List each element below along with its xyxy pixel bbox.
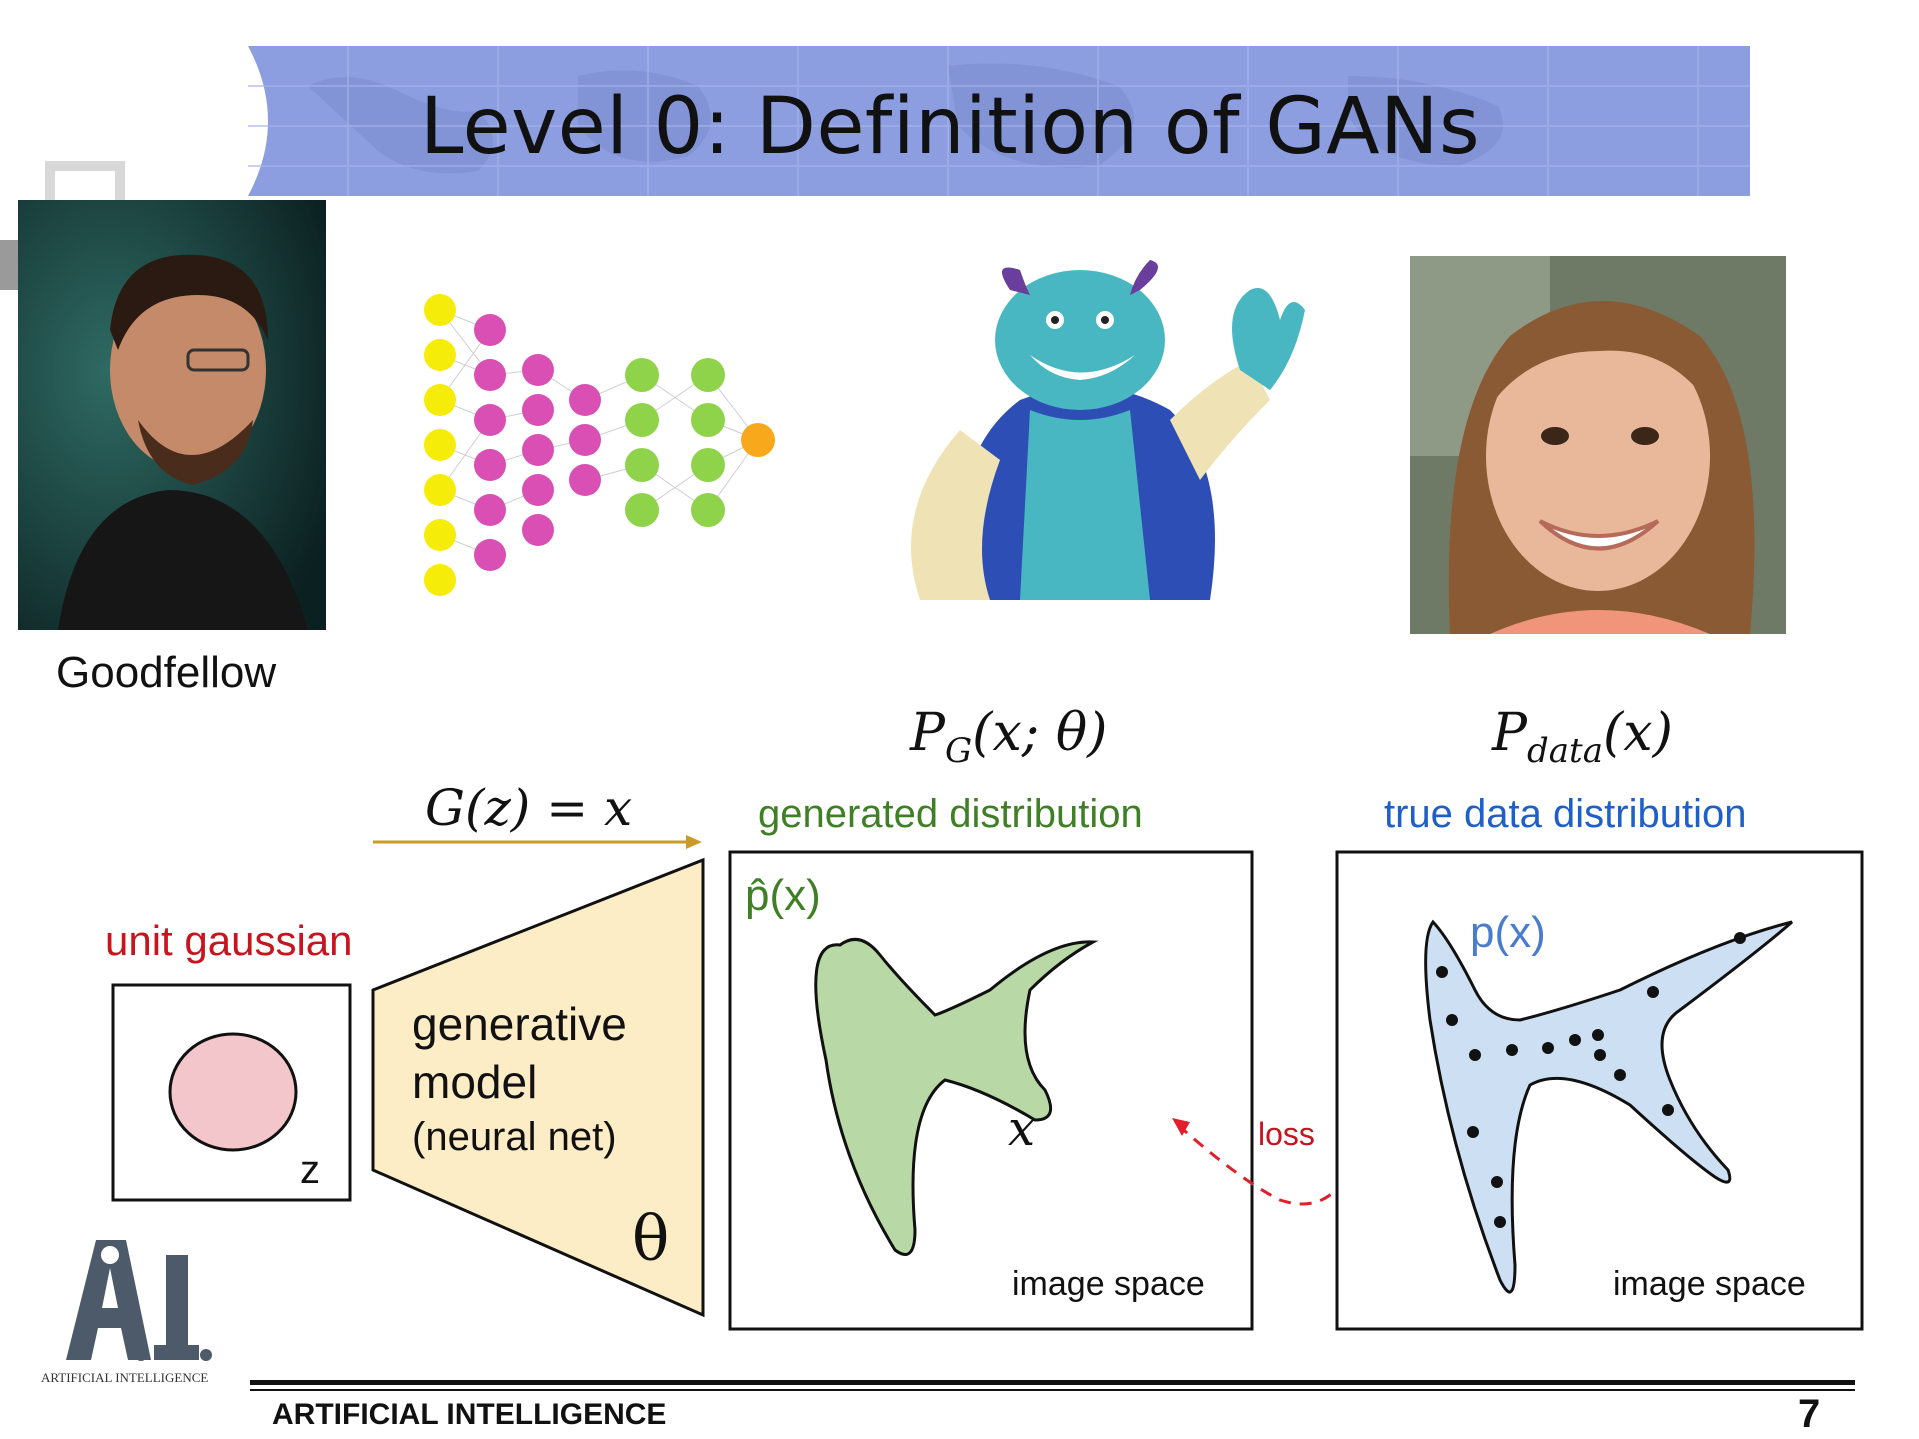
footer-rule-thin (250, 1389, 1855, 1391)
data-sample-points (1436, 932, 1746, 1228)
unit-gaussian-label: unit gaussian (105, 917, 353, 964)
loss-arrowhead-left (1172, 1118, 1190, 1136)
true-distribution-shape (1424, 919, 1793, 1294)
gan-diagram: PG(x; θ) Pdata(x) G(z) = x generated dis… (105, 703, 1864, 1331)
pg-formula: PG(x; θ) (909, 703, 1107, 771)
generator-arrowhead (686, 835, 702, 849)
goodfellow-photo (18, 200, 326, 630)
z-label: z (300, 1148, 320, 1192)
goodfellow-caption: Goodfellow (56, 648, 277, 697)
generative-model-block (371, 857, 705, 1318)
generator-equation: G(z) = x (425, 779, 632, 837)
model-line1: generative (412, 998, 627, 1050)
phat-label: p̂(x) (745, 871, 821, 920)
theta-label: θ (632, 1202, 669, 1275)
girl-face-photo (1410, 256, 1786, 634)
loss-label: loss (1258, 1116, 1315, 1152)
page-number: 7 (1798, 1392, 1821, 1436)
pdata-caption: true data distribution (1384, 792, 1746, 836)
model-line2: model (412, 1056, 537, 1108)
ai-logo: ARTIFICIAL INTELLIGENCE (41, 1240, 212, 1385)
image-space-left: image space (1012, 1265, 1205, 1303)
model-line3: (neural net) (412, 1115, 617, 1159)
footer-rule-thick (250, 1380, 1855, 1385)
monster-illustration (911, 260, 1305, 600)
title-banner (248, 46, 1750, 196)
neural-network-illustration (424, 294, 775, 596)
image-space-right: image space (1613, 1265, 1806, 1303)
gaussian-blob (168, 1032, 298, 1152)
p-label: p(x) (1470, 908, 1546, 957)
logo-caption: ARTIFICIAL INTELLIGENCE (41, 1370, 208, 1385)
pg-caption: generated distribution (758, 792, 1143, 836)
slide-title: Level 0: Definition of GANs (420, 82, 1481, 172)
x-label: x (1008, 1101, 1035, 1157)
footer-course-name: ARTIFICIAL INTELLIGENCE (272, 1398, 667, 1431)
pdata-formula: Pdata(x) (1491, 703, 1673, 771)
generated-distribution-shape (814, 937, 1099, 1256)
